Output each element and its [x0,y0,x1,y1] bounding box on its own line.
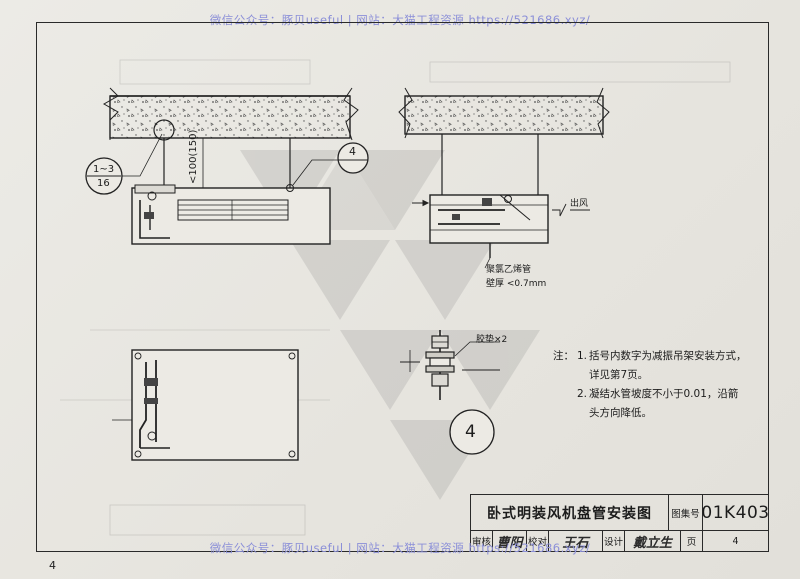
review-signature: 曹阳 [493,531,527,551]
note-2-num: 2. [577,388,588,400]
detail-ref-label: 4 [349,145,356,158]
ghost-background [60,59,731,536]
insulation-label-1: 聚氯乙烯管 [486,265,532,275]
ref-circle-left [85,157,123,195]
airflow-label: 出风 [570,199,589,209]
left-elevation-view [122,119,338,245]
page-label: 页 [681,531,703,551]
note-2-line1: 凝结水管坡度不小于0.01，沿箭 [589,388,739,400]
set-number-label: 图集号 [669,495,703,531]
ref-circle-left-top: 1~3 [93,164,115,175]
design-signature: 戴立生 [625,531,681,551]
notes-lead: 注： [553,350,574,362]
check-signature: 王石 [549,531,603,551]
note-1-line2: 详见第7页。 [589,369,649,381]
review-label: 审核 [471,531,493,551]
title-block: 卧式明装风机盘管安装图 图集号 01K403 审核 曹阳 校对 王石 设计 戴立… [470,494,769,552]
triangle-logo-watermark [240,150,540,500]
drawing-title: 卧式明装风机盘管安装图 [471,495,669,531]
right-ceiling-slab [398,87,610,139]
notes: 注： 1. 括号内数字为减振吊架安装方式， 详见第7页。 2. 凝结水管坡度不小… [553,347,768,423]
rubber-pad-label: 胶垫×2 [476,335,508,345]
note-2-line2: 头方向降低。 [589,407,652,419]
plan-view [112,349,299,461]
dimension-label: <100(150) [188,129,199,184]
watermark-bottom: 微信公众号：豚贝useful | 网站：大猫工程资源 https://52168… [209,541,591,555]
design-label: 设计 [603,531,625,551]
insulation-label-2: 壁厚 <0.7mm [486,279,547,289]
drawing-frame [36,22,769,552]
note-1-num: 1. [577,350,588,362]
watermark-top: 微信公众号：豚贝useful | 网站：大猫工程资源 https://52168… [209,13,591,27]
set-number: 01K403 [701,495,769,531]
ref-circle-detail [337,142,369,174]
rubber-pad-detail [400,330,500,455]
left-ceiling-slab [102,87,359,141]
right-side-view [412,134,590,269]
check-label: 校对 [527,531,549,551]
detail-number: 4 [465,422,476,442]
page-value: 4 [732,535,739,547]
ref-circle-left-bottom: 16 [97,178,110,189]
page-number: 4 [49,559,56,572]
note-1-line1: 括号内数字为减振吊架安装方式， [589,350,747,362]
